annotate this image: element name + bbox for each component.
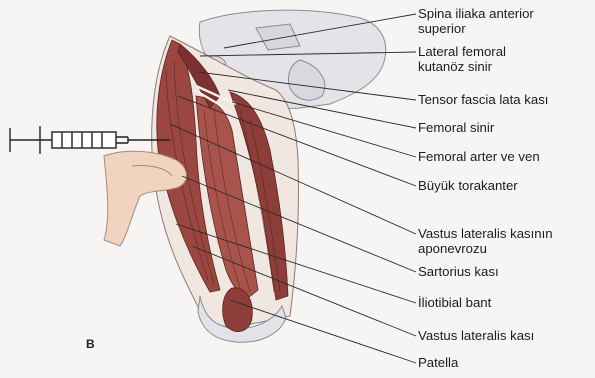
label-lateral-femoral-kutanoz: Lateral femoral kutanöz sinir bbox=[418, 44, 548, 74]
label-vastus-lateralis: Vastus lateralis kası bbox=[418, 328, 534, 343]
label-buyuk-torakanter: Büyük torakanter bbox=[418, 178, 518, 193]
label-spina-iliaka: Spina iliaka anterior superior bbox=[418, 6, 568, 36]
label-vastus-aponevroz: Vastus lateralis kasının aponevrozu bbox=[418, 226, 588, 256]
label-iliotibial: İliotibial bant bbox=[418, 295, 491, 310]
label-patella: Patella bbox=[418, 355, 458, 370]
label-femoral-arter: Femoral arter ve ven bbox=[418, 149, 540, 164]
panel-letter: B bbox=[86, 337, 95, 351]
label-tensor-fascia-lata: Tensor fascia lata kası bbox=[418, 92, 548, 107]
label-femoral-sinir: Femoral sinir bbox=[418, 120, 494, 135]
syringe-icon bbox=[10, 126, 170, 154]
label-sartorius: Sartorius kası bbox=[418, 264, 499, 279]
